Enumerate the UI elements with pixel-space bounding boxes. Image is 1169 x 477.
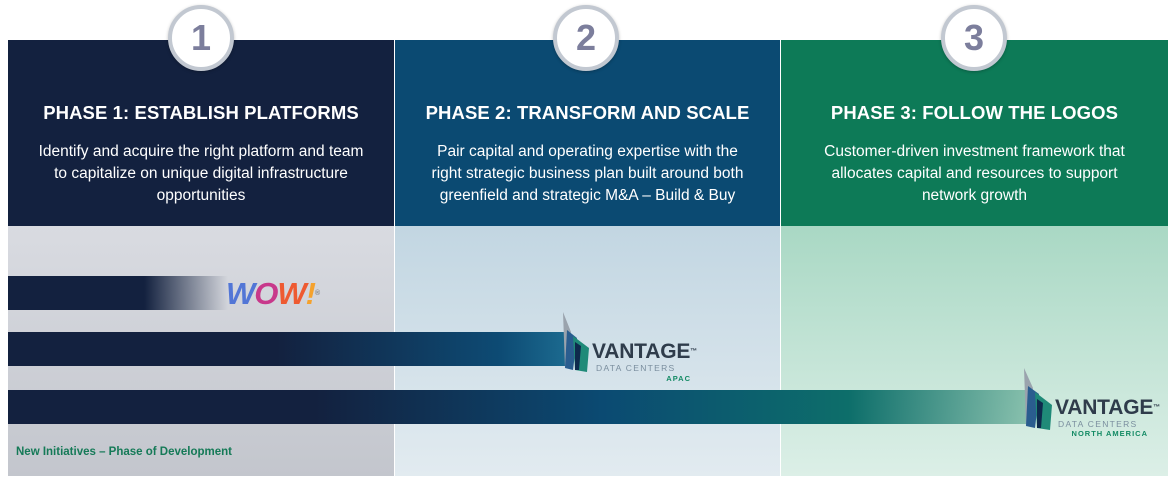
phase-3-number-badge: 3 <box>941 5 1007 71</box>
phase-1-title: PHASE 1: ESTABLISH PLATFORMS <box>43 102 359 123</box>
vantage-north-america-name: VANTAGE™ <box>1055 396 1160 419</box>
vantage-apac-subtitle: DATA CENTERS <box>596 363 676 373</box>
phase-2-panel: PHASE 2: TRANSFORM AND SCALE Pair capita… <box>395 40 780 226</box>
vantage-apac-logo: VANTAGE™ DATA CENTERS APAC <box>561 312 697 383</box>
vantage-apac-region: APAC <box>666 374 691 383</box>
phase-1-panel: PHASE 1: ESTABLISH PLATFORMS Identify an… <box>8 40 394 226</box>
vantage-north-america-logo: VANTAGE™ DATA CENTERS NORTH AMERICA <box>1022 368 1162 440</box>
vantage-north-america-region: NORTH AMERICA <box>1071 429 1148 438</box>
vantage-north-america-subtitle: DATA CENTERS <box>1058 419 1138 429</box>
wow-logo: WOW!® <box>226 278 320 309</box>
phase-3-title: PHASE 3: FOLLOW THE LOGOS <box>830 102 1119 123</box>
wow-logo-letter-o: O <box>254 276 278 311</box>
vantage-apac-name: VANTAGE™ <box>592 340 697 363</box>
vantage-sail-icon <box>1024 368 1052 430</box>
vantage-north-america-progress-bar <box>8 390 1033 424</box>
phase-1-number-badge: 1 <box>168 5 234 71</box>
footnote: New Initiatives – Phase of Development <box>16 446 233 458</box>
wow-logo-exclamation: ! <box>305 276 316 311</box>
phase-2-description: Pair capital and operating expertise wit… <box>431 143 744 204</box>
vantage-sail-icon <box>563 312 589 372</box>
phase-2-number-badge: 2 <box>553 5 619 71</box>
phase-3-panel: PHASE 3: FOLLOW THE LOGOS Customer-drive… <box>781 40 1168 226</box>
phase-2-title: PHASE 2: TRANSFORM AND SCALE <box>425 102 750 123</box>
phase-3-description: Customer-driven investment framework tha… <box>824 143 1125 204</box>
vantage-apac-progress-bar <box>8 332 568 366</box>
wow-progress-bar <box>8 276 228 310</box>
wow-logo-trademark: ® <box>314 290 320 297</box>
wow-logo-letter-w1: W <box>226 276 255 311</box>
wow-logo-letter-w2: W <box>277 276 306 311</box>
phase-1-description: Identify and acquire the right platform … <box>38 143 364 204</box>
phase-3-lower-panel <box>781 226 1168 476</box>
